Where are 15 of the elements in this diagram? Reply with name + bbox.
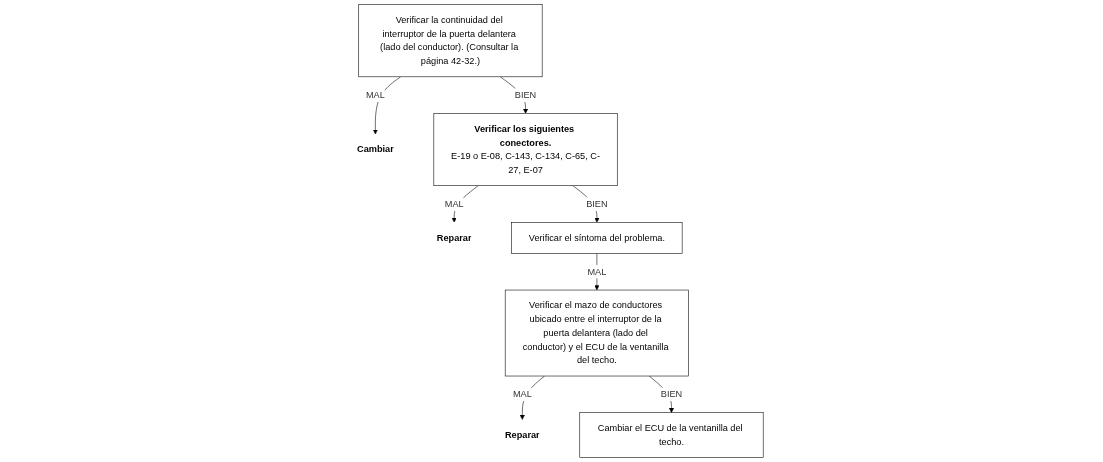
node-text: Reparar bbox=[504, 429, 540, 440]
edge-label: MAL bbox=[365, 89, 385, 100]
node-text: Cambiar bbox=[357, 144, 394, 155]
node-box: Verificar los siguientes conectores. E-19 o E-08, C-143, C-134, C-65, C-27, E-07 bbox=[433, 113, 618, 186]
node-box: Verificar la continuidad del interruptor de la puerta delantera (lado del conductor). (Consultar la página 42-32.) bbox=[358, 4, 543, 78]
edge-label: BIEN bbox=[586, 198, 608, 209]
node-box: Cambiar el ECU de la ventanilla del techo. bbox=[579, 412, 764, 458]
edge-label: MAL bbox=[587, 266, 607, 277]
node-box: Verificar el mazo de conductores ubicado entre el interruptor de la puerta delantera (lado del conductor) y el ECU de la ventanilla del techo. bbox=[504, 289, 689, 377]
edge-label: MAL bbox=[512, 389, 532, 399]
edge-label: MAL bbox=[444, 198, 464, 209]
edge-label: BIEN bbox=[514, 89, 537, 100]
node-box: Verificar el síntoma del problema. bbox=[511, 222, 683, 254]
node-text: Reparar bbox=[436, 232, 472, 243]
edge-label: BIEN bbox=[660, 389, 683, 399]
